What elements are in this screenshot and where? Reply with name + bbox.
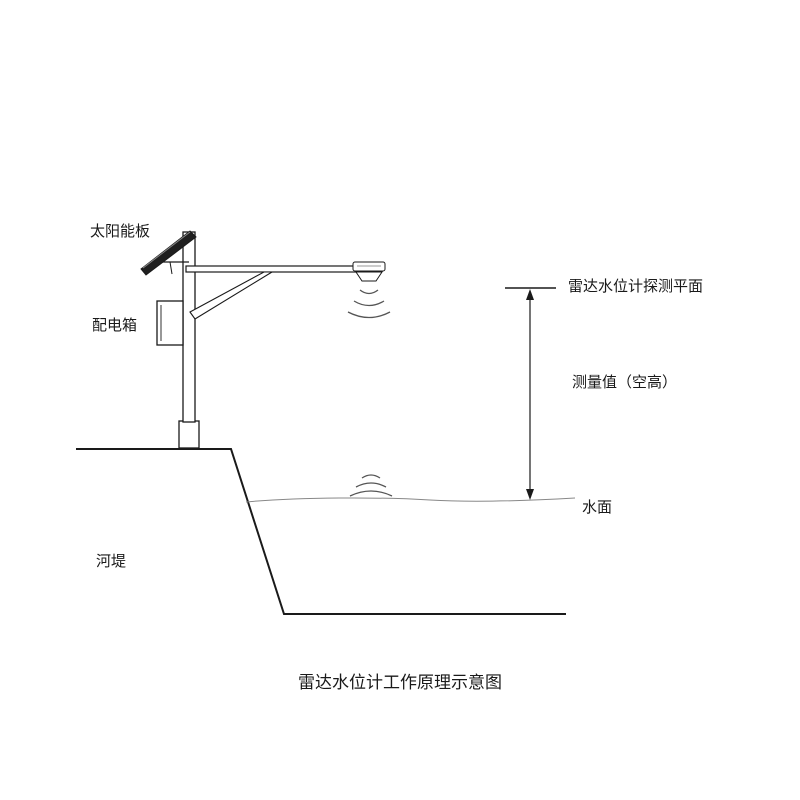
measurement-arrow-head-down	[526, 489, 534, 500]
reflected-radar-waves	[349, 474, 393, 497]
measurement-arrow-head-up	[526, 289, 534, 300]
diagram-caption: 雷达水位计工作原理示意图	[298, 673, 502, 693]
diagonal-brace	[189, 271, 274, 320]
riverbank-label: 河堤	[96, 552, 127, 570]
water-surface-label: 水面	[582, 498, 613, 516]
distribution-box-label: 配电箱	[92, 316, 138, 334]
radar-sensor	[352, 261, 386, 282]
vertical-pole	[182, 231, 196, 423]
solar-panel-label: 太阳能板	[90, 222, 151, 240]
pole-base	[178, 420, 200, 449]
measured-value-label: 测量值（空高）	[572, 373, 678, 391]
detection-plane-label: 雷达水位计探测平面	[568, 277, 704, 295]
solar-panel	[140, 230, 197, 276]
horizontal-arm	[185, 265, 367, 273]
water-surface-line	[245, 497, 576, 503]
solar-panel-strut	[169, 261, 173, 275]
emitted-radar-waves	[347, 289, 391, 319]
riverbank-outline	[76, 448, 566, 615]
solar-panel-edge	[142, 231, 191, 269]
